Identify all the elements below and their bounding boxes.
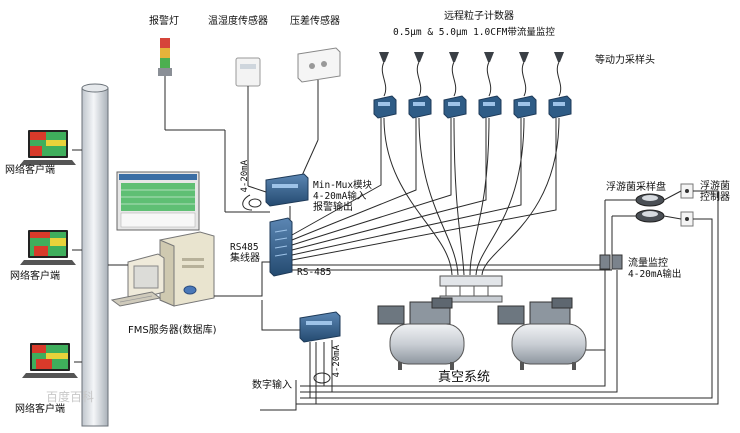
vacuum-system-label: 真空系统 [438,370,491,385]
counter-body-4 [478,95,502,119]
diff-pressure-sensor-device [297,47,341,181]
counter-body-6 [548,95,572,119]
particle-counter-4 [478,52,502,119]
min-mux-module [225,173,309,223]
particle-counter-3 [443,52,467,119]
counter-body-5 [513,95,537,119]
temp-humidity-sensor-label: 温湿度传感器 [208,16,268,27]
fms-server-monitor [116,171,200,231]
lower-io-module [260,300,341,411]
current-label-upper: 4-20mA [240,160,250,193]
plankton-controller-device [296,183,719,405]
remote-particle-counters [373,52,572,119]
counter-body-2 [408,95,432,119]
min-mux-label-3: 报警输出 [313,202,353,213]
rs485-hub-label-2: 集线器 [230,253,260,264]
alarm-light-device [158,38,226,212]
particle-counter-6 [548,52,572,119]
watermark-text: 百度百科 [46,390,95,404]
network-client-1 [20,130,82,165]
vacuum-pump-2 [497,297,587,370]
min-mux-label-2: 4-20mA输入 [313,191,367,202]
isokinetic-head-3 [449,52,459,62]
diff-pressure-sensor-label: 压差传感器 [290,16,340,27]
temp-humidity-sensor-device [235,57,261,186]
network-backbone-pipe [81,83,109,427]
plankton-sampler-label: 浮游菌采样盘 [606,182,666,193]
isokinetic-head-label: 等动力采样头 [595,55,655,66]
isokinetic-head-4 [484,52,494,62]
plankton-controller-label-2: 控制器 [700,192,730,203]
rs485-bus-label: RS-485 [297,267,332,278]
flow-monitor-units [599,254,623,270]
particle-counter-5 [513,52,537,119]
counter-body-3 [443,95,467,119]
network-client-label-1: 网络客户端 [5,165,55,176]
isokinetic-head-1 [379,52,389,62]
isokinetic-head-5 [519,52,529,62]
particle-counter-1 [373,52,397,119]
counter-bundle-lines [291,117,612,276]
alarm-light-label: 报警灯 [149,16,179,27]
current-label-lower: 4-20mA [332,345,342,378]
particle-counter-2 [408,52,432,119]
counter-spec-label: 0.5μm & 5.0μm 1.0CFM带流量监控 [393,27,555,38]
fms-server-crt [110,253,165,307]
network-client-2 [20,230,82,265]
vacuum-pump-1 [377,297,465,370]
remote-counter-title: 远程粒子计数器 [444,11,514,22]
flow-monitor-label-2: 4-20mA输出 [628,269,682,280]
min-mux-label-1: Min-Mux模块 [313,180,373,191]
digital-input-label: 数字输入 [252,380,292,391]
isokinetic-head-6 [554,52,564,62]
plankton-sampler-dishes [604,193,665,255]
flow-monitor-label-1: 流量监控 [628,258,668,269]
rs485-hub-device [214,217,293,297]
rs485-hub-label-1: RS485 [230,242,259,253]
counter-body-1 [373,95,397,119]
network-client-label-2: 网络客户端 [10,271,60,282]
fms-server-label: FMS服务器(数据库) [128,325,217,336]
network-client-3 [22,343,82,378]
network-client-label-3: 网络客户端 [15,404,65,415]
vacuum-return-lines [300,270,618,393]
plankton-controller-label-1: 浮游菌 [700,181,730,192]
isokinetic-head-2 [414,52,424,62]
fms-server-tower [159,231,215,307]
